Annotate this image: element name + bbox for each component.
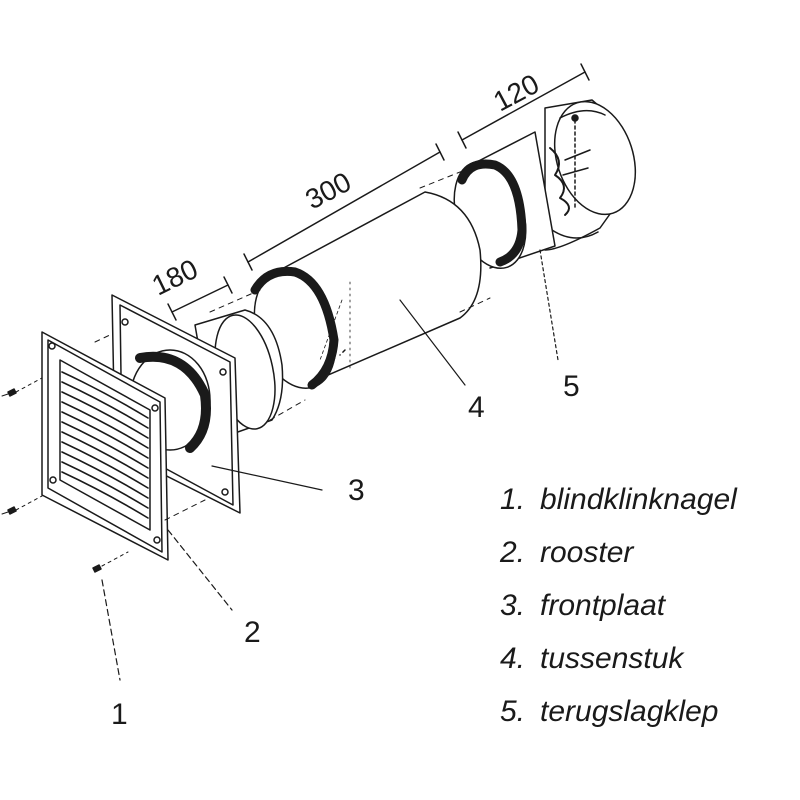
legend-number: 1. xyxy=(500,483,526,516)
assembly-dashed-lines xyxy=(94,169,491,521)
leader-lines xyxy=(101,249,559,681)
legend-label: tussenstuk xyxy=(540,642,684,675)
callout-3: 3 xyxy=(348,474,365,507)
callout-2: 2 xyxy=(244,616,261,649)
dimension-lines xyxy=(167,63,590,321)
check-valve-part xyxy=(453,99,637,270)
callout-4: 4 xyxy=(468,391,485,424)
legend-label: frontplaat xyxy=(540,589,666,622)
legend-label: terugslagklep xyxy=(540,695,719,728)
legend-number: 5. xyxy=(500,695,526,728)
parts-legend: 1. blindklinknagel 2. rooster 3. frontplaat… xyxy=(500,478,737,743)
legend-item: 1. blindklinknagel xyxy=(500,478,737,531)
legend-item: 3. frontplaat xyxy=(500,584,737,637)
legend-item: 2. rooster xyxy=(500,531,737,584)
legend-item: 4. tussenstuk xyxy=(500,637,737,690)
dimension-label-120: 120 xyxy=(488,68,544,117)
legend-label: rooster xyxy=(540,536,634,569)
legend-item: 5. terugslagklep xyxy=(500,690,737,743)
legend-number: 4. xyxy=(500,642,526,675)
legend-number: 2. xyxy=(500,536,526,569)
callout-1: 1 xyxy=(111,698,128,731)
legend-label: blindklinknagel xyxy=(540,483,737,516)
callout-5: 5 xyxy=(563,370,580,403)
legend-number: 3. xyxy=(500,589,526,622)
rivets-part xyxy=(1,377,129,573)
dimension-label-300: 300 xyxy=(300,166,356,215)
dimension-label-180: 180 xyxy=(147,253,203,301)
grille-part xyxy=(41,331,169,561)
